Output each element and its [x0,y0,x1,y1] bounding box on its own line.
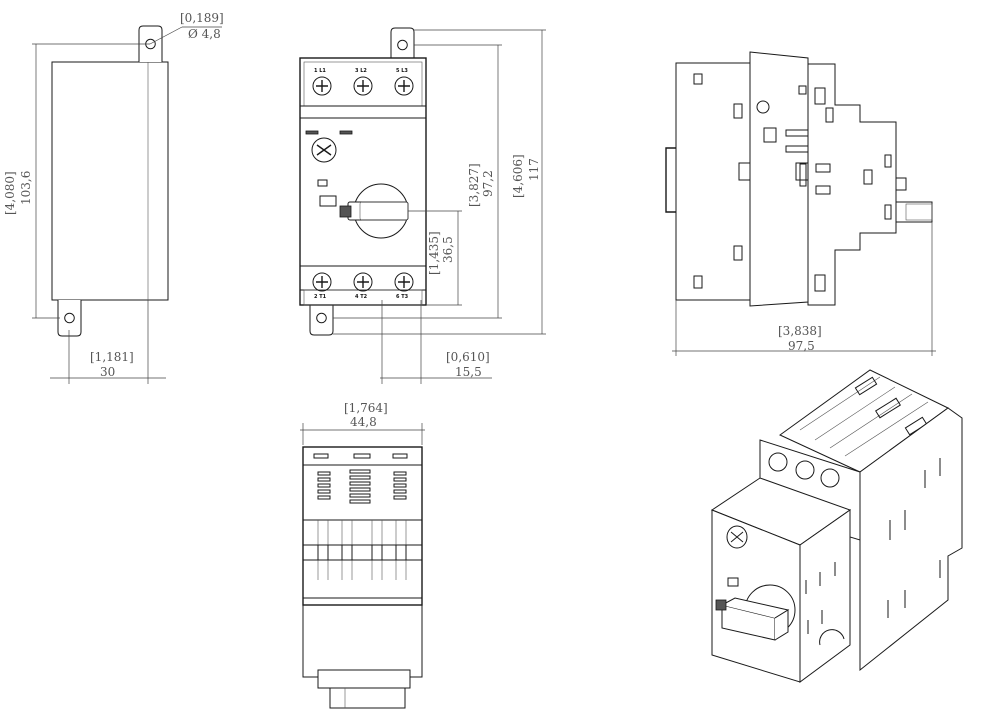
iso-adjust-dial [726,525,748,549]
front-height-2-inch: [4,606] [511,154,525,198]
front-height-1-inch: [3,827] [467,163,481,207]
hole-dimension-inch: [0,189] [180,11,224,25]
vent-slots [317,469,407,504]
side-width-mm: 30 [100,365,115,379]
adjust-dial [305,130,353,163]
front-height-2-mm: 117 [527,158,541,181]
bottom-mounting-tab [57,300,82,337]
terminal-label-top-2: 3 L2 [355,68,367,74]
depth-inch: [3,838] [778,324,822,338]
side-profile-view: [3,838] 97,5 [665,51,936,356]
top-terminals: 1 L1 3 L2 5 L3 [312,68,414,96]
front-offset-inch: [0,610] [446,350,490,364]
terminal-label-top-3: 5 L3 [396,68,408,74]
bottom-terminals: 2 T1 4 T2 6 T3 [312,272,414,300]
top-view: [1,764] 44,8 [300,401,425,709]
hatched-side-view: [0,189] Ø 4,8 [4,080] 103,6 [1,181] 30 [3,11,224,384]
top-width-inch: [1,764] [344,401,388,415]
side-height-mm: 103,6 [19,171,33,205]
front-view: 1 L1 3 L2 5 L3 2 T1 4 T [299,27,546,384]
front-offset-mm: 15,5 [455,365,482,379]
front-height-1-mm: 97,2 [481,170,495,197]
hole-dimension-mm: Ø 4,8 [188,27,221,41]
front-knob-height-mm: 36,5 [441,236,455,263]
terminal-label-bottom-2: 4 T2 [355,294,368,300]
front-knob-height-inch: [1,435] [427,231,441,275]
side-width-inch: [1,181] [90,350,134,364]
rotary-knob [339,183,409,239]
terminal-label-top-1: 1 L1 [314,68,326,74]
isometric-view [710,369,963,683]
terminal-label-bottom-1: 2 T1 [314,294,327,300]
side-height-inch: [4,080] [3,171,17,215]
top-width-mm: 44,8 [350,415,377,429]
iso-rotary-knob [715,584,796,641]
terminal-label-bottom-3: 6 T3 [396,294,409,300]
depth-mm: 97,5 [788,339,815,353]
